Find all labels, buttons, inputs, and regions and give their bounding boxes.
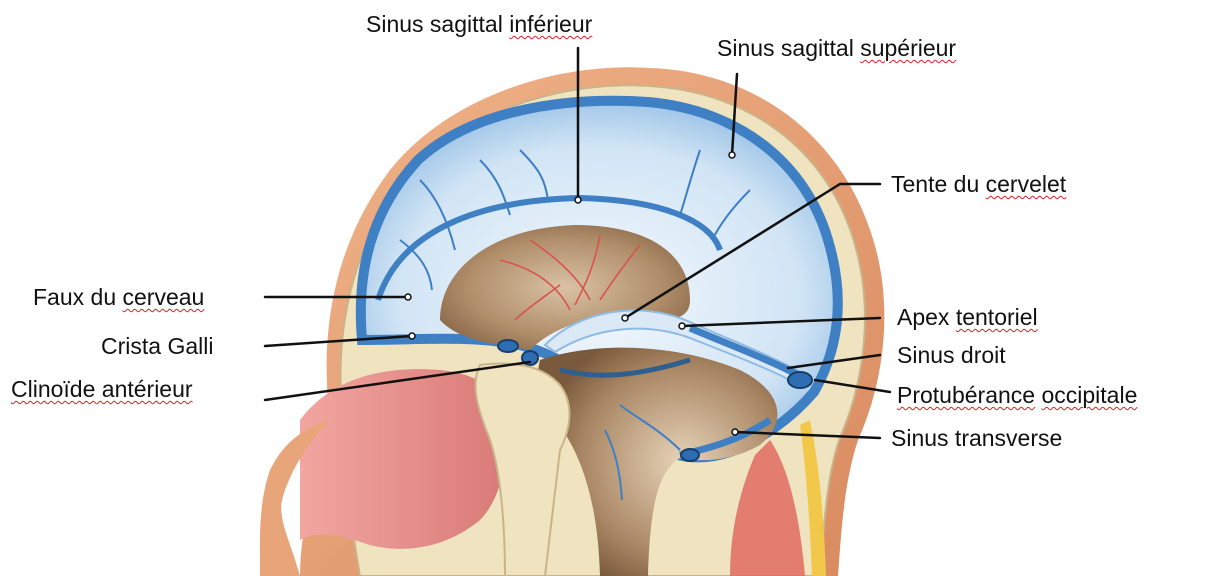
label-clinoide-anterieur: Clinoïde antérieur (11, 375, 193, 403)
label-sinus-sagittal-inferieur-part1: Sinus sagittal (366, 11, 503, 37)
label-sinus-sagittal-superieur-part1: Sinus sagittal (717, 35, 854, 61)
label-clinoide-anterieur-text: Clinoïde antérieur (11, 376, 193, 402)
label-sinus-sagittal-inferieur-part2: inférieur (509, 11, 592, 37)
label-sinus-sagittal-superieur: Sinus sagittal supérieur (717, 34, 956, 62)
label-faux-du-cerveau: Faux du cerveau (33, 283, 204, 311)
label-apex-tentoriel-part2: tentoriel (956, 304, 1038, 330)
label-apex-tentoriel: Apex tentoriel (897, 303, 1038, 331)
label-tente-du-cervelet-part1: Tente du (891, 171, 979, 197)
label-tente-du-cervelet: Tente du cervelet (891, 170, 1066, 198)
label-sinus-sagittal-inferieur: Sinus sagittal inférieur (366, 10, 592, 38)
label-crista-galli-text: Crista Galli (101, 333, 213, 359)
label-tente-du-cervelet-part2: cervelet (986, 171, 1067, 197)
label-protuberance-occipitale-part1: Protubérance (897, 382, 1035, 408)
label-sinus-sagittal-superieur-part2: supérieur (860, 35, 956, 61)
label-sinus-droit: Sinus droit (897, 341, 1006, 369)
transverse-sinus-end (681, 449, 699, 461)
occipital-protuberance-sinus (788, 372, 812, 388)
label-crista-galli: Crista Galli (101, 332, 213, 360)
label-faux-du-cerveau-part2: cerveau (123, 284, 205, 310)
label-sinus-droit-text: Sinus droit (897, 342, 1006, 368)
label-faux-du-cerveau-part1: Faux du (33, 284, 116, 310)
label-apex-tentoriel-part1: Apex (897, 304, 949, 330)
cavernous-sinus (498, 340, 518, 352)
label-protuberance-occipitale-part2: occipitale (1041, 382, 1137, 408)
label-sinus-transverse: Sinus transverse (891, 424, 1062, 452)
label-protuberance-occipitale: Protubérance occipitale (897, 381, 1137, 409)
label-sinus-transverse-text: Sinus transverse (891, 425, 1062, 451)
